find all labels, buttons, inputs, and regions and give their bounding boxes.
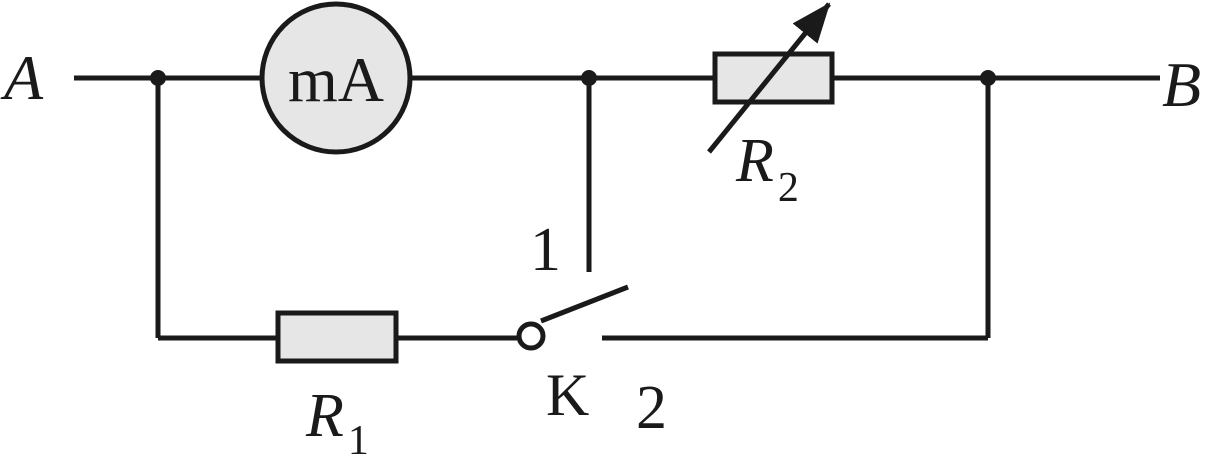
switch-contact-1-label: 1 [530,216,561,284]
switch-label: K [546,362,589,428]
junction-node-middle [581,70,597,86]
resistor-r1 [275,310,399,364]
milliammeter-label: mA [288,44,384,115]
r2-subscript: 2 [778,165,799,211]
terminal-a-label: A [0,42,44,113]
r1-symbol: R [305,382,344,450]
milliammeter [259,1,413,155]
r1-label: R 1 [305,382,369,458]
junction-node-left [150,70,166,86]
variable-resistor-arrow [707,2,831,154]
variable-resistor-r2 [712,51,835,105]
r2-label: R 2 [735,127,799,211]
switch-pivot [516,321,546,351]
r2-symbol: R [735,127,774,195]
junction-node-right [980,70,996,86]
switch-contact-2-label: 2 [636,374,667,442]
terminal-b-label: B [1162,49,1201,120]
switch-blade [540,284,629,324]
r1-subscript: 1 [348,418,369,458]
